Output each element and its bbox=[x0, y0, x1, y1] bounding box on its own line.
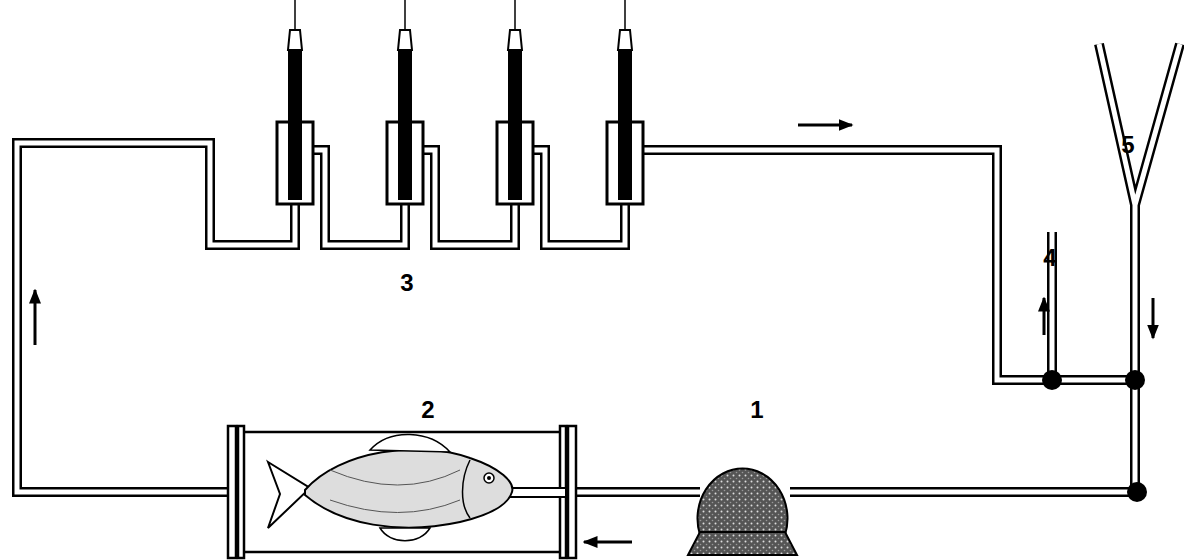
callout-number: 2 bbox=[421, 398, 434, 422]
flow-arrows bbox=[35, 125, 1153, 542]
callout-number: 1 bbox=[750, 398, 763, 422]
callout-number: 4 bbox=[1043, 246, 1056, 270]
fish-chamber bbox=[228, 426, 576, 558]
callout-number: 3 bbox=[400, 271, 413, 295]
pump bbox=[688, 469, 797, 555]
tubing bbox=[17, 44, 1180, 492]
electrode-cells bbox=[277, 0, 643, 204]
junction-dots bbox=[1042, 370, 1147, 502]
callout-number: 5 bbox=[1121, 133, 1134, 157]
